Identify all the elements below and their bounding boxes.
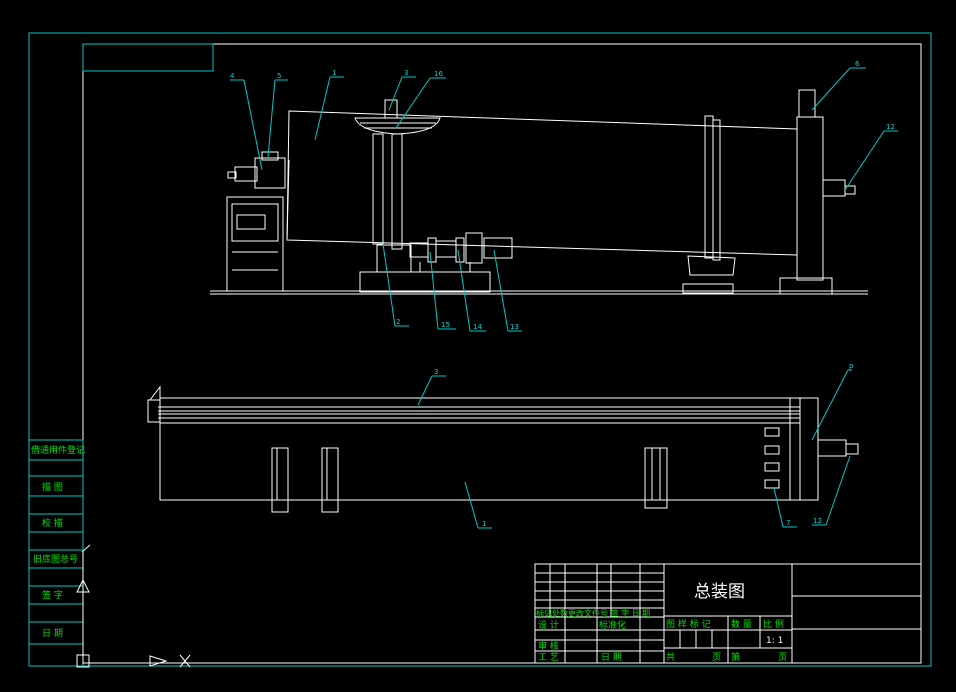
tb-sheet: 第 — [731, 651, 740, 663]
side-row-3: 校 描 — [42, 517, 63, 529]
side-row-1: 借通用件登记 — [31, 444, 85, 456]
plan-view — [147, 385, 859, 513]
tb-page: 页 — [712, 652, 721, 663]
inner-frame — [82, 43, 922, 664]
orientation-marks — [76, 544, 191, 668]
plan-balloon-p: p — [849, 362, 854, 370]
plan-balloon-12: 12 — [813, 517, 822, 525]
corner-code-box — [82, 43, 214, 72]
balloon-6: 6 — [855, 60, 860, 68]
balloon-15: 15 — [441, 321, 450, 329]
tb-scale: 1: 1 — [766, 636, 783, 646]
balloon-5: 5 — [277, 72, 281, 80]
drawing-title: 总装图 — [694, 582, 745, 602]
tb-page2: 页 — [778, 652, 787, 663]
balloon-13: 13 — [510, 323, 519, 331]
balloon-16: 16 — [434, 70, 443, 78]
side-row-2: 描 图 — [42, 481, 63, 493]
outer-frame — [28, 32, 932, 667]
tb-stage: 图 样 标 记 — [666, 618, 711, 630]
side-row-6: 日 期 — [42, 628, 63, 639]
balloon-2: 2 — [396, 318, 400, 326]
balloon-12: 12 — [886, 123, 895, 131]
tb-total: 共 — [666, 652, 675, 663]
plan-balloon-7: 7 — [786, 519, 790, 527]
plan-balloon-1: 1 — [482, 520, 486, 528]
tb-process: 工 艺 — [538, 652, 559, 663]
balloon-14: 14 — [473, 323, 482, 331]
revision-header: 标记处数更改文件号 签 字 日 期 — [536, 608, 650, 618]
tb-date: 日 期 — [601, 652, 622, 663]
tb-qty: 数 量 — [731, 618, 752, 630]
drum-plan-body — [159, 397, 801, 501]
balloon-4: 4 — [230, 72, 235, 80]
title-block — [534, 563, 922, 664]
balloon-1: 1 — [332, 69, 336, 77]
tb-scale-label: 比 例 — [763, 618, 784, 630]
side-row-5: 签 字 — [42, 589, 63, 601]
tb-design: 设 计 — [538, 619, 559, 631]
tb-standard: 标准化 — [599, 619, 626, 631]
tb-review: 审 核 — [538, 640, 559, 652]
side-row-4: 旧底图总号 — [33, 553, 78, 565]
elevation-view — [210, 89, 868, 295]
plan-balloon-3: 3 — [434, 368, 438, 376]
leader-lines — [230, 67, 898, 529]
balloon-3: 3 — [404, 69, 408, 77]
